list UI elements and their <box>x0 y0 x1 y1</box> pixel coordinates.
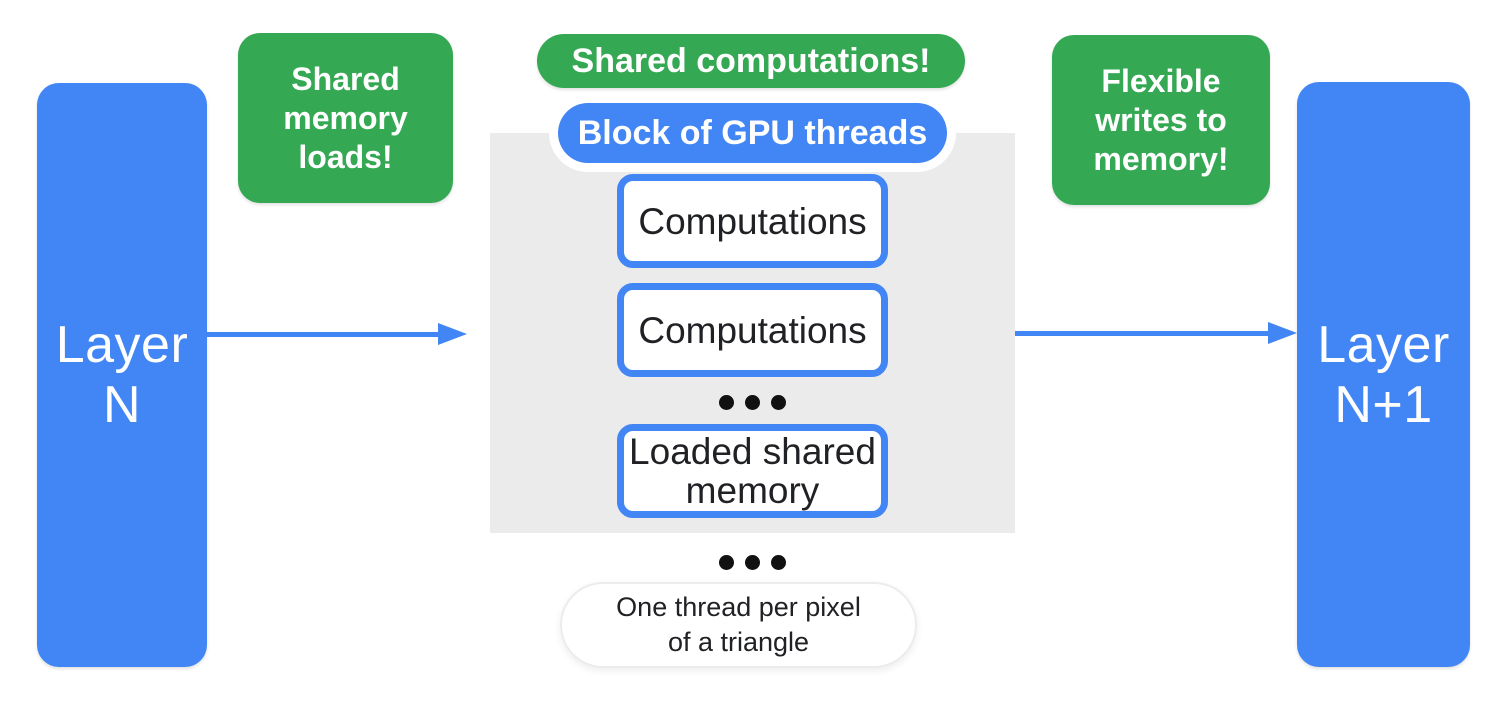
arrow-block-to-layer-n1 <box>1015 321 1297 345</box>
gpu-threads-pill: Block of GPU threads <box>558 103 947 163</box>
gpu-threads-pill-label: Block of GPU threads <box>577 113 928 152</box>
ellipsis-dots-below <box>617 554 888 570</box>
dot-icon <box>771 394 786 410</box>
dot-icon <box>771 554 786 570</box>
arrow-line <box>207 331 438 337</box>
loaded-shared-memory-box: Loaded shared memory <box>617 424 888 518</box>
arrow-layer-n-to-block <box>207 322 467 346</box>
dot-icon <box>719 554 734 570</box>
layer-n1-label: Layer N+1 <box>1317 315 1450 434</box>
loaded-shared-memory-label: Loaded shared memory <box>629 431 876 511</box>
note-shared-memory-loads: Shared memory loads! <box>238 33 453 203</box>
note-shared-computations: Shared computations! <box>537 34 965 88</box>
computations-box-1-label: Computations <box>638 200 867 242</box>
layer-n-box: Layer N <box>37 83 207 667</box>
one-thread-caption-pill: One thread per pixel of a triangle <box>560 582 917 668</box>
note-flexible-writes-label: Flexible writes to memory! <box>1093 62 1229 177</box>
layer-n-label: Layer N <box>55 316 189 434</box>
note-shared-computations-label: Shared computations! <box>571 41 931 80</box>
ellipsis-dots-inside <box>617 394 888 410</box>
right-arrow-icon <box>438 323 467 345</box>
computations-box-2: Computations <box>617 283 888 377</box>
layer-n1-box: Layer N+1 <box>1297 82 1470 667</box>
note-flexible-writes: Flexible writes to memory! <box>1052 35 1270 205</box>
dot-icon <box>719 394 734 410</box>
one-thread-caption-label: One thread per pixel of a triangle <box>616 592 861 657</box>
dot-icon <box>745 394 760 410</box>
right-arrow-icon <box>1268 322 1297 344</box>
computations-box-2-label: Computations <box>638 309 867 351</box>
computations-box-1: Computations <box>617 174 888 268</box>
arrow-line <box>1015 330 1268 336</box>
note-shared-memory-loads-label: Shared memory loads! <box>283 60 408 175</box>
dot-icon <box>745 554 760 570</box>
